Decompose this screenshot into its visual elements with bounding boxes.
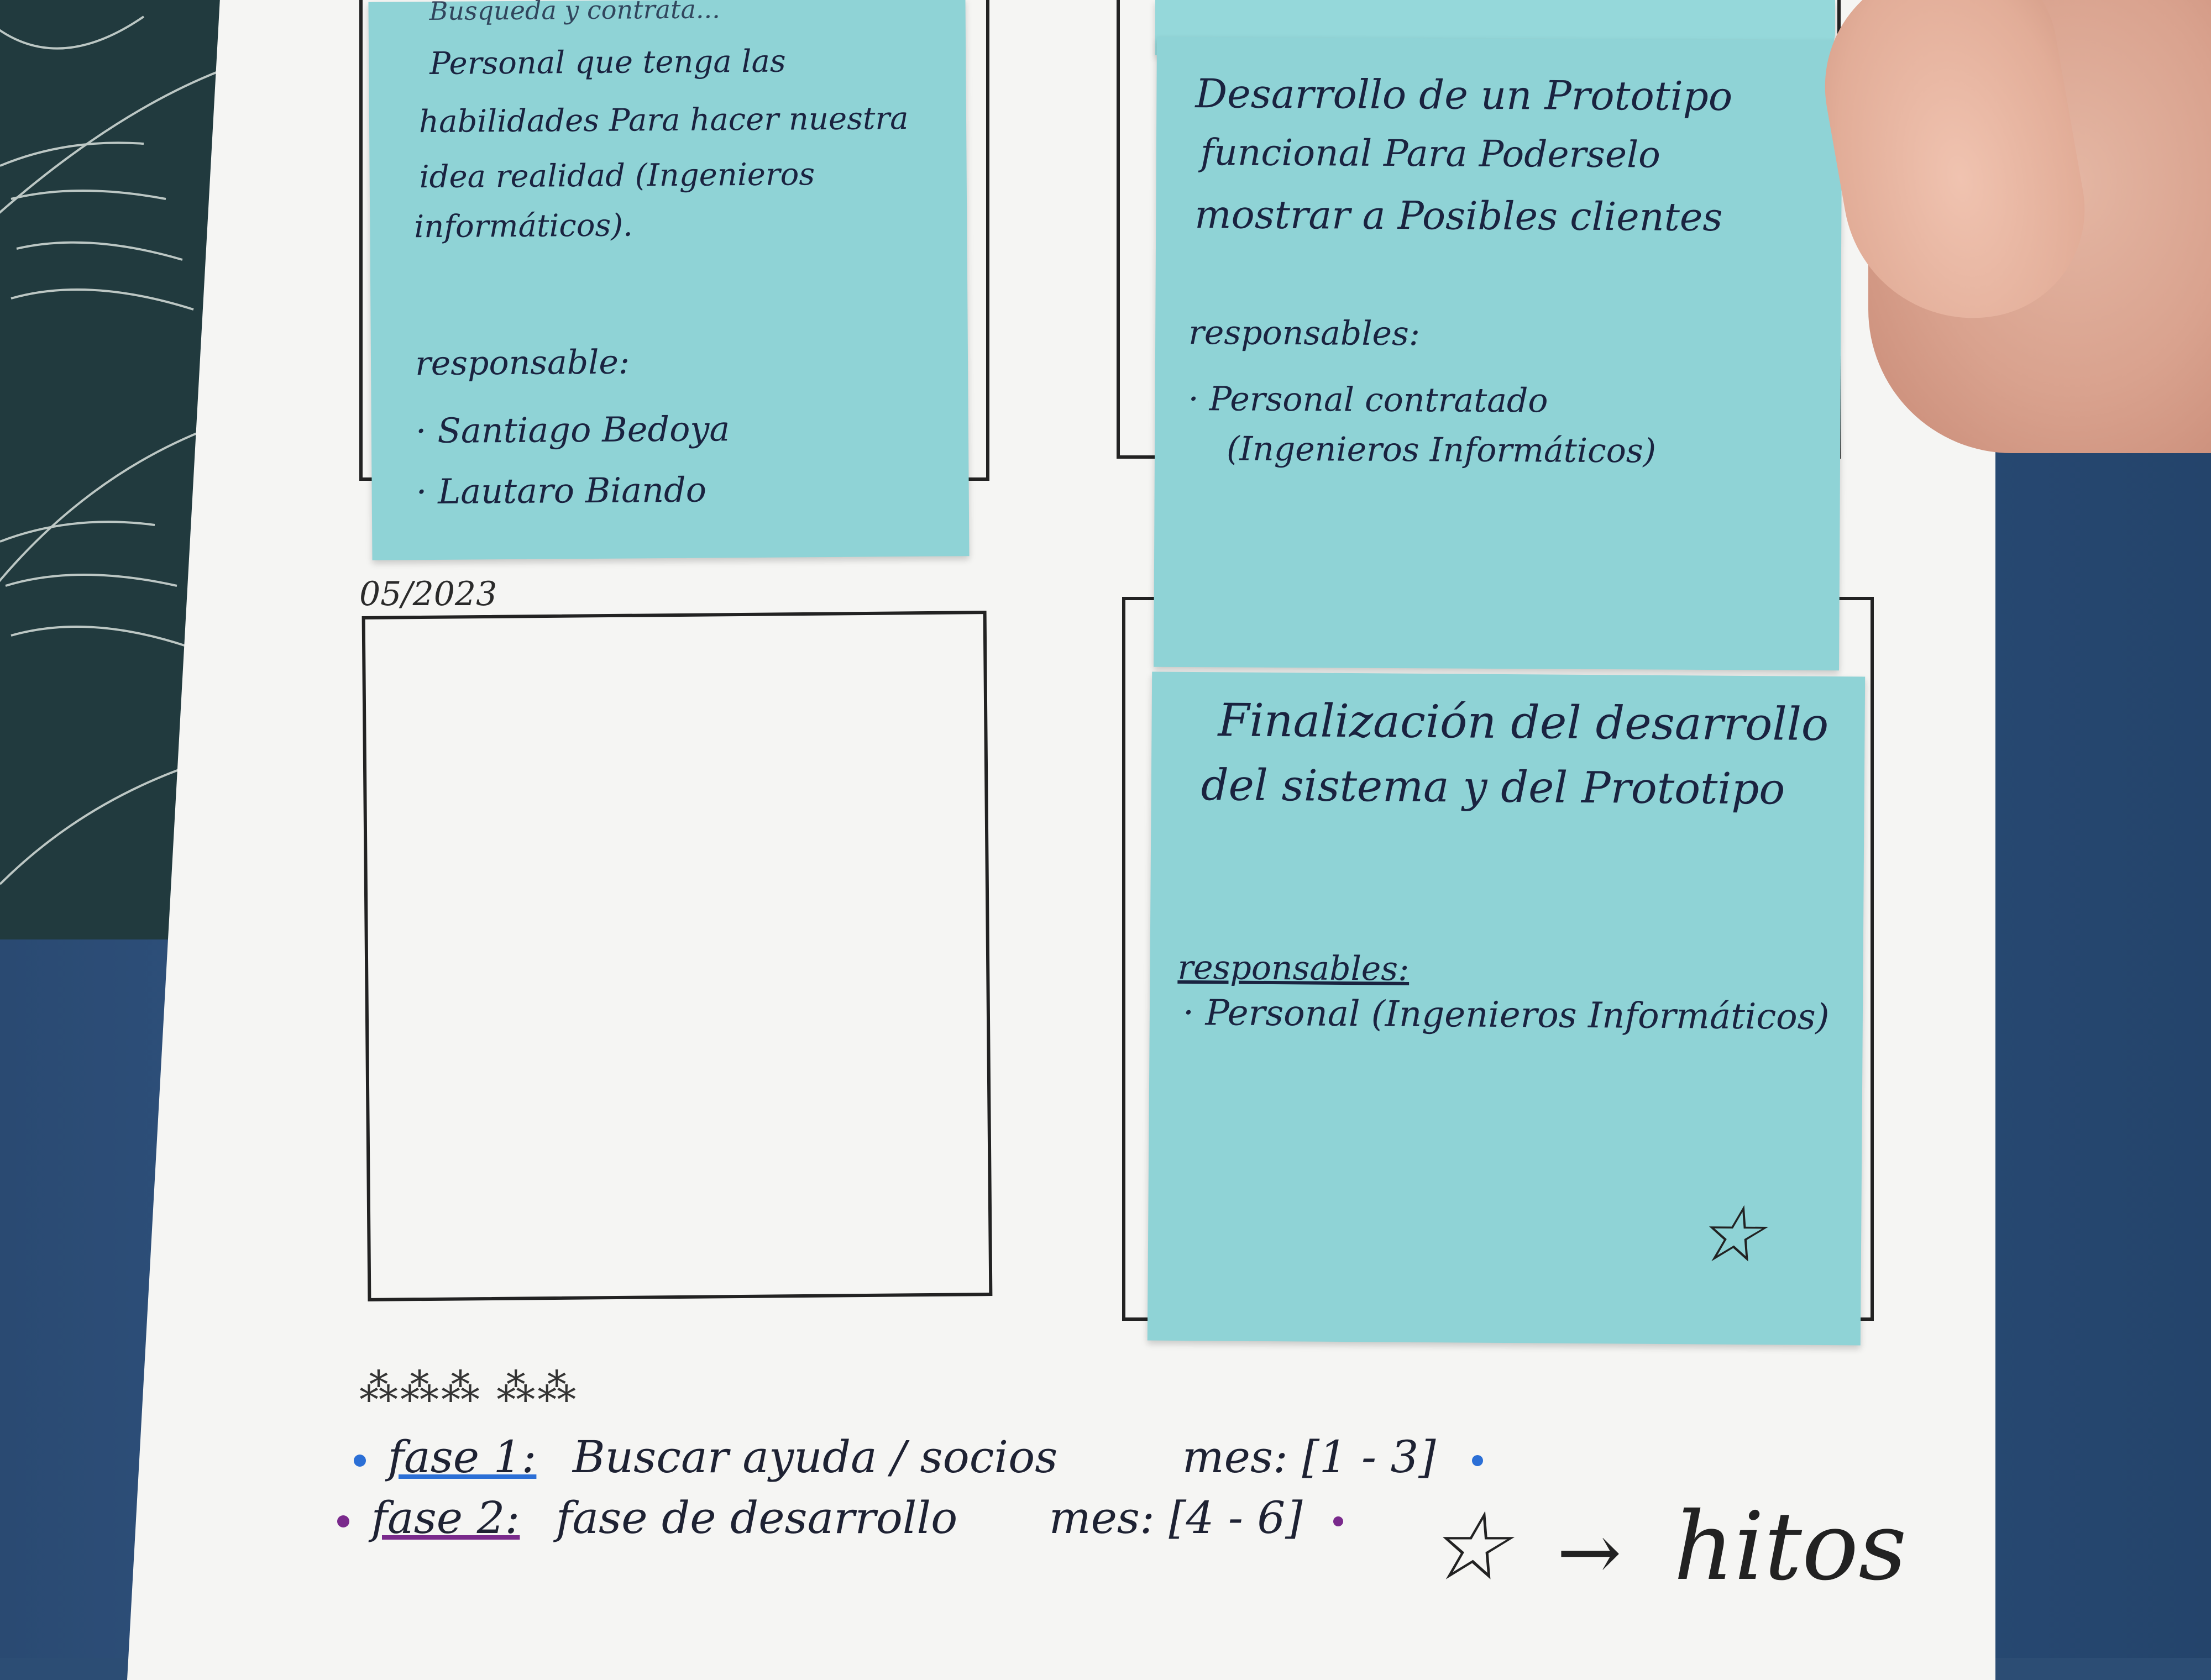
phase-1-dot-icon — [354, 1455, 366, 1467]
card-top-left-body-4: informáticos). — [414, 207, 633, 245]
card-top-right-responsables-label: responsables: — [1188, 313, 1421, 354]
card-top-left-body-2: habilidades Para hacer nuestra — [418, 100, 909, 140]
phase-1-text: Buscar ayuda / socios — [572, 1431, 1058, 1483]
card-top-right-body-1: Desarrollo de un Prototipo — [1195, 70, 1733, 120]
card-bottom-right-body-2: del sistema y del Prototipo — [1201, 760, 1785, 815]
card-top-left-person-2: · Lautaro Biando — [416, 469, 707, 512]
card-bottom-right-responsables-label: responsables: — [1177, 948, 1410, 989]
card-top-right-person-2: (Ingenieros Informáticos) — [1226, 429, 1657, 471]
card-top-right-body-2: funcional Para Poderselo — [1200, 131, 1661, 176]
legend-phase-2: fase 2: fase de desarrollo mes: [4 - 6] — [337, 1492, 1343, 1544]
sticky-note-top-right: Desarrollo de un Prototipo funcional Par… — [1154, 36, 1842, 671]
card-top-left-person-1: · Santiago Bedoya — [415, 408, 730, 452]
card-top-right-person-1: · Personal contratado — [1188, 380, 1548, 421]
sticky-note-bottom-right: Finalización del desarrollo del sistema … — [1147, 671, 1866, 1346]
card-top-left-body-3: idea realidad (Ingenieros — [419, 156, 815, 196]
legend-scribble: ⁂⁂⁂ ⁂⁂ — [359, 1365, 579, 1410]
card-bottom-right-body-1: Finalización del desarrollo — [1218, 694, 1829, 752]
phase-2-dot-icon — [337, 1515, 349, 1527]
sticky-note-top-left: Busqueda y contrata... Personal que teng… — [368, 0, 970, 560]
card-top-left-body-1: Personal que tenga las — [429, 43, 786, 82]
phase-2-label: fase 2: — [371, 1492, 520, 1544]
date-label: 05/2023 — [359, 575, 497, 613]
phase-1-end-dot-icon — [1471, 1455, 1483, 1466]
card-bottom-right-person-1: · Personal (Ingenieros Informáticos) — [1182, 992, 1830, 1038]
box-bottom-left-empty — [361, 611, 993, 1301]
phase-2-text: fase de desarrollo — [556, 1492, 958, 1544]
phase-2-end-dot-icon — [1333, 1516, 1343, 1526]
phase-2-months: mes: [4 - 6] — [1049, 1492, 1303, 1544]
milestone-key-label: hitos — [1673, 1492, 1907, 1602]
card-top-left-header: Busqueda y contrata... — [429, 0, 720, 27]
arrow-icon: → — [1557, 1508, 1622, 1598]
card-top-right-body-3: mostrar a Posibles clientes — [1194, 192, 1723, 240]
card-top-left-responsables-label: responsable: — [415, 343, 630, 384]
phase-1-months: mes: [1 - 3] — [1182, 1431, 1436, 1483]
milestone-star-icon: ☆ — [1695, 1189, 1765, 1280]
star-icon: ☆ — [1426, 1492, 1511, 1602]
phase-1-label: fase 1: — [387, 1431, 537, 1483]
legend-phase-1: fase 1: Buscar ayuda / socios mes: [1 - … — [354, 1431, 1483, 1483]
legend-milestone-key: ☆ → hitos — [1426, 1492, 1907, 1602]
